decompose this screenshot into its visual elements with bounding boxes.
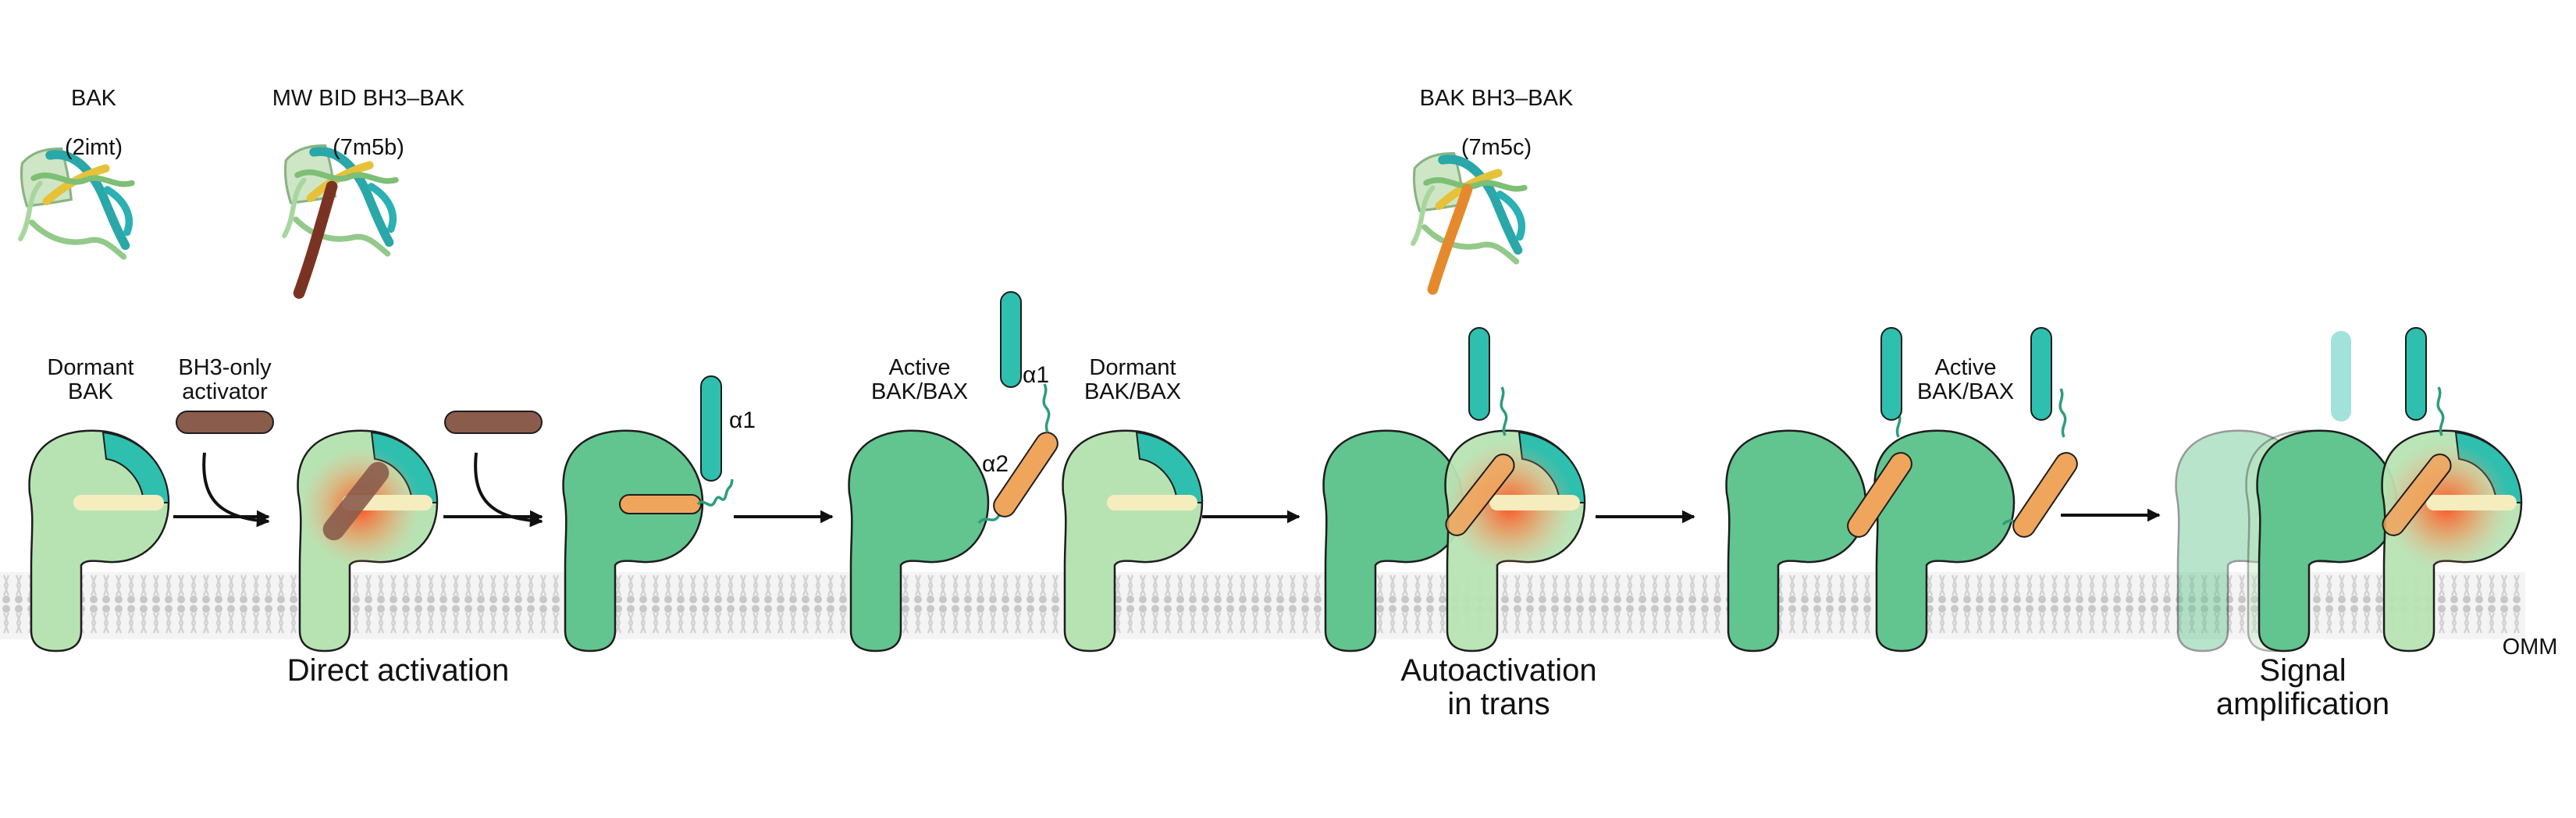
- structure-pdb: (7m5b): [333, 134, 404, 160]
- alpha1-helix: [1880, 327, 1902, 421]
- outer-mitochondrial-membrane: [0, 572, 2525, 639]
- stage-autoactivation: Autoactivation in trans: [1400, 653, 1597, 722]
- alpha2-helix: [1847, 452, 1912, 538]
- bak-bax-amplified: [2381, 327, 2523, 653]
- bh3-activator-peptide: [444, 411, 543, 434]
- alpha2-helix: [619, 494, 702, 514]
- bh3-groove: [73, 495, 164, 510]
- omm-label: OMM: [2502, 635, 2558, 660]
- dormant-bak-protein: [28, 429, 170, 653]
- structure-bak-2imt: [20, 149, 132, 258]
- alpha1-helix: [700, 375, 722, 482]
- structure-pdb: (7m5c): [1461, 134, 1532, 160]
- stage-signal-amplification: Signal amplification: [2215, 653, 2390, 722]
- structure-mw-bid-bh3-bak-7m5b: [284, 146, 396, 299]
- dormant-bak-label: Dormant BAK: [47, 355, 134, 405]
- alpha2-helix: [2012, 452, 2078, 538]
- structure-label-bak-bh3: BAK BH3–BAK (7m5c): [1383, 62, 1610, 160]
- trans-alpha2-helix: [2382, 453, 2452, 536]
- active-bak-bax-label-2: Active BAK/BAX: [1916, 355, 2015, 405]
- stage-direct-activation: Direct activation: [286, 653, 510, 688]
- bh3-activator-peptide: [176, 411, 274, 434]
- structure-label-bak: BAK (2imt): [47, 62, 141, 160]
- structure-name: BAK BH3–BAK: [1419, 86, 1574, 112]
- alpha1-helix: [2030, 327, 2052, 421]
- alpha1-helix: [2405, 327, 2427, 421]
- alpha1-helix: [1000, 291, 1022, 388]
- structure-label-mw-bid: MW BID BH3–BAK (7m5b): [244, 62, 493, 160]
- binding-arrow: [202, 452, 270, 528]
- bak-alpha1-released: [562, 375, 734, 653]
- active-bak-bax-protein: [848, 291, 1059, 653]
- trans-alpha2-helix: [1445, 453, 1515, 536]
- bak-bax-being-activated: [1444, 327, 1586, 653]
- alpha2-helix: [993, 432, 1059, 517]
- structure-bak-bh3-bak-7m5c: [1413, 154, 1525, 295]
- bak-alpha1-cap: [101, 431, 170, 503]
- binding-arrow: [474, 452, 543, 528]
- structure-name: BAK: [70, 86, 117, 112]
- alpha1-label: α1: [1023, 362, 1050, 388]
- dormant-bak-bax-label: Dormant BAK/BAX: [1083, 355, 1182, 405]
- dormant-bak-bax-protein: [1062, 429, 1204, 653]
- ghost-alpha1-helix: [2331, 331, 2351, 421]
- alpha2-label: α2: [982, 451, 1009, 477]
- alpha1-label: α1: [729, 407, 756, 433]
- structure-name: MW BID BH3–BAK: [272, 86, 465, 112]
- bound-activator: [322, 461, 390, 541]
- structure-pdb: (2imt): [64, 134, 123, 160]
- bak-activator-complex: [297, 429, 439, 653]
- alpha1-helix: [1468, 327, 1490, 421]
- bh3-activator-label: BH3-only activator: [178, 355, 272, 405]
- active-bak-bax-label: Active BAK/BAX: [870, 355, 969, 405]
